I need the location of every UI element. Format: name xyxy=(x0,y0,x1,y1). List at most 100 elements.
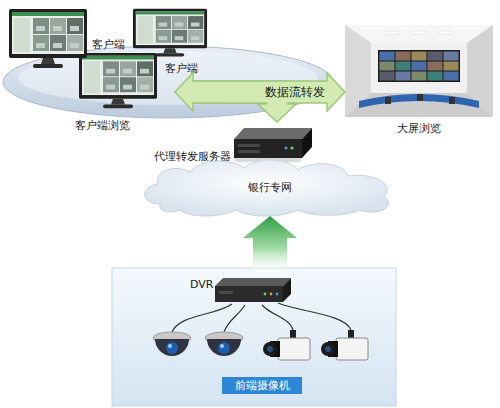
monitor-icon-part xyxy=(106,85,115,90)
control-room-photo-part xyxy=(428,72,443,81)
control-room-photo-part xyxy=(412,72,427,81)
monitor-icon-part xyxy=(120,61,136,76)
monitor-art xyxy=(132,8,208,58)
camera-wire-part xyxy=(262,305,293,330)
box-camera-part xyxy=(263,342,277,356)
monitor-icon-part xyxy=(172,16,187,29)
monitor-icon-part xyxy=(188,16,203,29)
control-room-photo-part xyxy=(380,72,395,81)
control-room-photo-part xyxy=(345,93,493,117)
control-room-photo-part xyxy=(345,25,493,43)
box-camera-part xyxy=(278,338,310,360)
monitor-icon-part xyxy=(159,36,168,40)
monitor-icon-part xyxy=(136,11,204,14)
monitor-icon-part xyxy=(188,30,203,43)
control-room-photo-part xyxy=(444,52,459,61)
monitor-icon-part xyxy=(140,69,149,74)
monitor-icon xyxy=(133,9,207,57)
control-room-photo-part xyxy=(428,52,443,61)
control-room-photo-part xyxy=(380,52,395,61)
dome-camera xyxy=(205,332,243,356)
dome-camera-part xyxy=(207,339,241,356)
box-camera-part xyxy=(321,342,335,356)
control-room-photo-part xyxy=(412,62,427,71)
edge-label: 数据流转发 xyxy=(265,85,325,99)
monitor-icon-part xyxy=(191,36,200,40)
monitor-icon-part xyxy=(33,18,49,34)
monitor-icon-part xyxy=(50,35,66,51)
monitor-icon-part xyxy=(175,36,184,40)
dvr-box-part xyxy=(215,278,291,286)
camera-wire-part xyxy=(172,304,232,332)
client-monitor: 客户端 xyxy=(8,8,128,72)
control-room-photo-part xyxy=(439,31,453,34)
monitor-icon-part xyxy=(138,16,153,43)
monitor-icon-part xyxy=(82,56,154,95)
monitor-icon xyxy=(9,9,87,68)
monitor-icon-part xyxy=(191,23,200,27)
control-room-photo-part xyxy=(412,31,426,34)
monitor-icon-part xyxy=(111,99,125,105)
flow-arrow xyxy=(243,216,297,272)
control-room-photo-part xyxy=(417,94,423,101)
box-camera xyxy=(263,330,310,360)
proxy-server: 代理转发服务器 xyxy=(150,122,315,166)
monitor-icon-part xyxy=(14,18,30,52)
monitor-icon-part xyxy=(106,69,115,74)
monitor-icon-part xyxy=(120,77,136,92)
monitor-icon xyxy=(79,53,157,108)
dome-camera-part xyxy=(166,342,178,354)
control-room-photo-part xyxy=(359,94,479,108)
dvr-box-part xyxy=(264,293,267,296)
control-room-photo-part xyxy=(444,72,459,81)
node-label: 客户端浏览 xyxy=(75,119,130,132)
monitor-icon-part xyxy=(103,61,119,76)
server-box-part xyxy=(290,146,293,149)
control-room-photo xyxy=(345,25,493,117)
server-box-part xyxy=(238,150,260,153)
server-box-part xyxy=(284,146,287,149)
control-room-photo-part xyxy=(396,52,411,61)
box-camera-part xyxy=(348,330,354,338)
monitor-icon-part xyxy=(103,77,119,92)
box-camera xyxy=(321,330,368,360)
box-camera-part xyxy=(325,346,331,352)
node-label: 大屏浏览 xyxy=(345,122,493,135)
control-room-photo-part xyxy=(449,97,455,104)
network-cloud: 银行专网 xyxy=(140,158,400,216)
monitor-icon-part xyxy=(84,61,100,93)
server-box-part xyxy=(238,144,260,147)
monitor-icon-part xyxy=(137,61,153,76)
camera-wire-part xyxy=(278,303,351,330)
control-room-photo-part xyxy=(385,97,391,104)
control-room-photo-part xyxy=(380,62,395,71)
client-monitor: 客户端 xyxy=(130,8,210,76)
monitor-icon-part xyxy=(53,26,62,31)
monitor-icon-part xyxy=(159,23,168,27)
display-wall: 大屏浏览 xyxy=(345,25,493,137)
monitor-icon-part xyxy=(79,53,157,99)
dome-camera-part xyxy=(218,342,230,354)
node-label: DVR xyxy=(190,278,213,291)
monitor-art xyxy=(8,8,88,70)
monitor-icon-part xyxy=(67,35,83,51)
monitor-icon-part xyxy=(12,12,84,16)
monitor-icon-part xyxy=(123,69,132,74)
server-box-part xyxy=(234,139,302,158)
control-room-photo-part xyxy=(378,50,460,82)
control-room-photo-part xyxy=(371,43,467,93)
flow-arrow xyxy=(175,73,345,111)
monitor-icon-part xyxy=(67,18,83,34)
monitor-icon-part xyxy=(156,16,171,29)
monitor-icon-part xyxy=(12,12,84,54)
server-box xyxy=(232,126,312,164)
monitor-icon-part xyxy=(50,18,66,34)
server-box-part xyxy=(234,128,312,139)
monitor-icon-part xyxy=(123,85,132,90)
control-room-photo-part xyxy=(444,62,459,71)
dome-camera-part xyxy=(168,344,172,348)
dvr-box-part xyxy=(215,286,283,302)
monitor-icon-part xyxy=(175,23,184,27)
